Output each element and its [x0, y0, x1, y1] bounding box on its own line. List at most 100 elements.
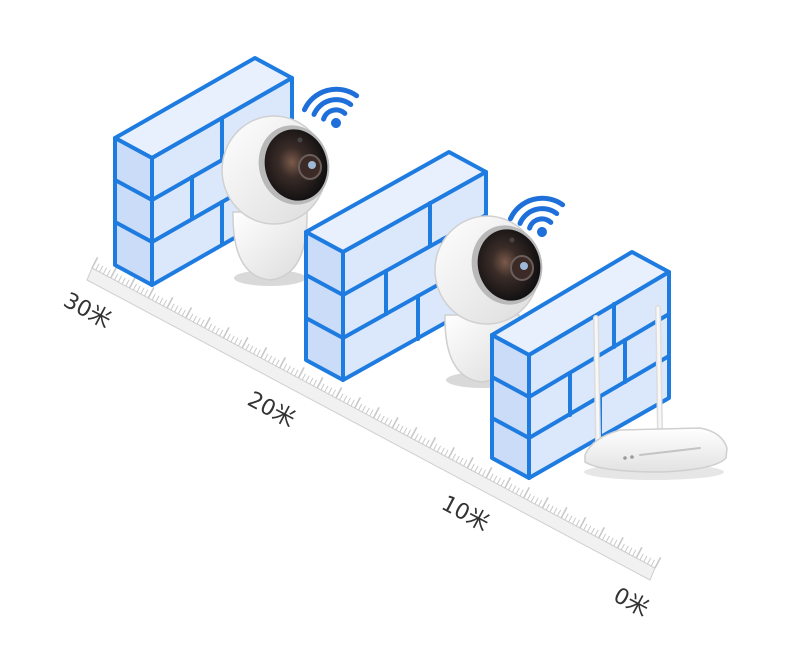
ruler-tick: [181, 309, 186, 317]
ruler-tick: [609, 537, 614, 545]
ruler-tick: [478, 467, 483, 475]
ruler-tick: [346, 397, 351, 405]
ruler-tick: [451, 453, 457, 461]
ruler-tick: [106, 269, 111, 277]
ruler-tick: [500, 479, 505, 487]
ruler-tick: [155, 295, 160, 303]
ruler-tick: [114, 273, 119, 281]
ruler-tick: [335, 387, 343, 399]
wifi-signal-2: [507, 195, 566, 237]
ruler-tick: [222, 327, 230, 339]
ruler-tick: [399, 425, 404, 433]
ruler-tick: [571, 517, 577, 525]
ruler-tick: [624, 545, 629, 553]
ruler-tick: [575, 519, 580, 527]
ruler-tick: [418, 435, 423, 443]
ruler-tick: [455, 455, 460, 463]
ruler-tick: [282, 363, 288, 371]
ruler-tick: [189, 313, 194, 321]
ruler-tick: [267, 355, 273, 363]
ruler-tick: [256, 349, 261, 357]
ruler-tick: [433, 443, 438, 451]
ruler-tick: [177, 307, 183, 315]
ruler-tick: [264, 353, 269, 361]
ruler-tick: [353, 397, 362, 409]
ruler-tick: [590, 527, 595, 535]
ruler-tick: [286, 365, 291, 373]
distance-ruler: [86, 257, 662, 581]
ruler-tick: [249, 345, 254, 353]
ruler-tick: [556, 509, 562, 517]
ruler-tick: [425, 439, 430, 447]
ruler-tick: [91, 257, 99, 269]
ruler-tick: [466, 457, 474, 469]
ruler-tick: [237, 339, 243, 347]
ruler-tick: [125, 279, 130, 287]
ruler-tick: [530, 495, 535, 503]
ruler-tick: [128, 277, 136, 289]
ruler-tick: [403, 427, 408, 435]
ruler-tick: [429, 437, 437, 449]
ruler-tick: [594, 529, 599, 537]
ruler-tick: [635, 547, 643, 559]
ruler-tick: [447, 447, 455, 459]
ruler-tick: [549, 505, 554, 513]
ruler-tick: [275, 359, 280, 367]
ruler-tick: [365, 407, 370, 415]
ruler-tick: [534, 497, 539, 505]
ruler-tick: [583, 523, 588, 531]
ruler-tick: [159, 297, 164, 305]
ruler-tick: [391, 417, 399, 429]
ruler-tick: [654, 557, 662, 569]
ruler-tick: [421, 437, 427, 445]
ruler-tick: [410, 427, 418, 439]
ruler-tick: [463, 459, 468, 467]
ruler-tick: [117, 275, 123, 283]
ruler-tick: [597, 527, 606, 539]
ruler-tick: [380, 415, 385, 423]
ruler-tick: [414, 433, 419, 441]
ruler-tick: [294, 369, 299, 377]
ruler-tick: [350, 399, 355, 407]
ruler-tick: [440, 447, 445, 455]
ruler-tick: [541, 497, 549, 509]
ruler-tick: [305, 375, 310, 383]
ruler-tick: [522, 487, 531, 499]
ruler-tick: [485, 467, 493, 479]
ruler-tick: [436, 445, 442, 453]
ruler-tick: [474, 465, 479, 473]
ruler-tick: [102, 267, 108, 275]
ruler-tick: [185, 307, 193, 319]
ruler-tick: [519, 489, 524, 497]
ruler-tick: [121, 277, 126, 285]
ruler-tick: [538, 499, 543, 507]
ruler-tick: [196, 317, 201, 325]
ruler-tick: [613, 539, 618, 547]
ruler-tick: [271, 357, 276, 365]
ruler-tick: [110, 267, 118, 279]
ruler-tick: [643, 555, 648, 563]
ruler-tick: [230, 335, 235, 343]
ruler-tick: [481, 469, 487, 477]
ruler-tick: [215, 327, 220, 335]
ruler-tick: [586, 525, 592, 533]
distance-label-0m: 0米: [609, 583, 653, 622]
ruler-tick: [470, 463, 475, 471]
ruler-tick: [95, 263, 100, 271]
ruler-ticks: [91, 257, 662, 569]
ruler-tick: [459, 457, 464, 465]
ruler-tick: [384, 417, 389, 425]
ruler-tick: [616, 537, 624, 549]
wifi-icon: [507, 195, 566, 237]
ruler-tick: [568, 515, 573, 523]
ruler-tick: [320, 383, 325, 391]
distance-label-20m: 20米: [243, 387, 299, 433]
ruler-tick: [388, 419, 393, 427]
ruler-tick: [650, 559, 655, 567]
ruler-tick: [376, 413, 381, 421]
security-camera-1: [221, 115, 330, 286]
ruler-tick: [245, 343, 250, 351]
ruler-tick: [628, 547, 633, 555]
ruler-tick: [620, 543, 625, 551]
ruler-tick: [234, 337, 239, 345]
